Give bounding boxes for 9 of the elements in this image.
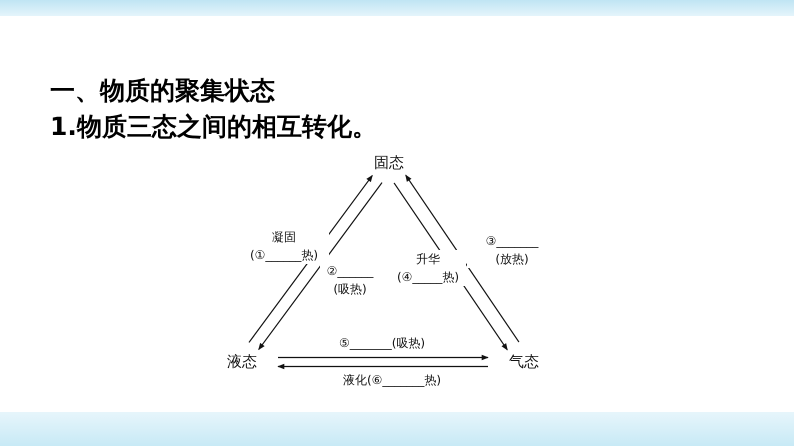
arrow bbox=[277, 364, 488, 370]
state-label: 液态 bbox=[227, 352, 257, 372]
subheading: 1.物质三态之间的相互转化。 bbox=[50, 111, 377, 143]
arrow bbox=[405, 174, 520, 342]
title: 一、物质的聚集状态 bbox=[50, 75, 275, 107]
arrow bbox=[278, 354, 489, 360]
arrow bbox=[258, 182, 382, 350]
state-label: 气态 bbox=[509, 352, 539, 372]
state-label: 固态 bbox=[374, 154, 404, 172]
